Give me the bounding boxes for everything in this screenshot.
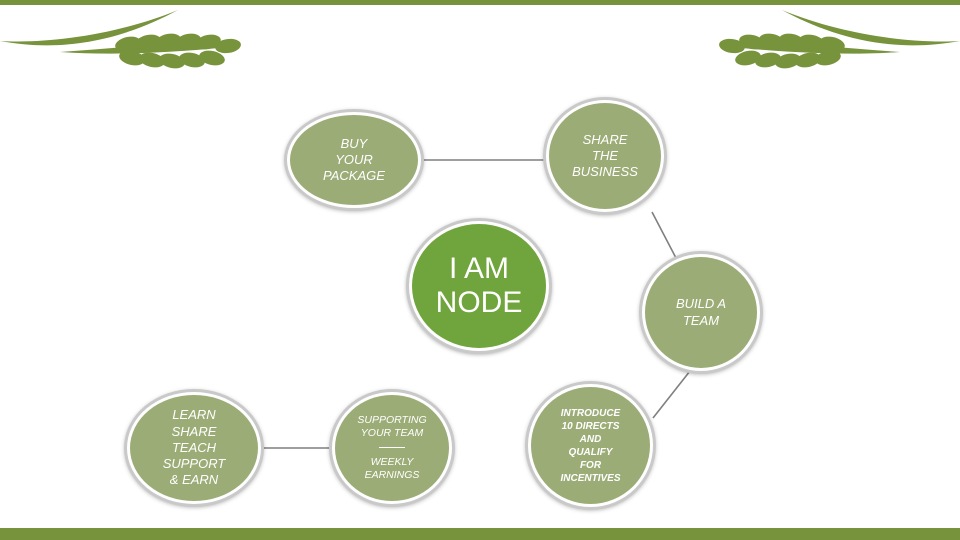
wheat-left-icon [0, 10, 241, 69]
node-learn-share: LEARN SHARE TEACH SUPPORT & EARN [127, 392, 261, 504]
weekly-earnings-label: WEEKLY EARNINGS [364, 455, 420, 481]
wheat-right-icon [719, 10, 960, 69]
node-divider [379, 446, 405, 448]
buy-package-label: BUY YOUR PACKAGE [323, 135, 385, 184]
bottom-accent-bar [0, 528, 960, 540]
node-supporting-team: SUPPORTING YOUR TEAM WEEKLY EARNINGS [332, 392, 452, 504]
learn-share-label: LEARN SHARE TEACH SUPPORT & EARN [162, 407, 226, 488]
top-accent-bar [0, 0, 960, 5]
share-business-label: SHARE THE BUSINESS [572, 131, 638, 180]
node-i-am-node: I AM NODE [409, 221, 549, 351]
build-team-label: BUILD A TEAM [675, 296, 727, 328]
center-node-label: I AM NODE [435, 251, 523, 320]
node-buy-package: BUY YOUR PACKAGE [287, 112, 421, 208]
node-introduce-directs: INTRODUCE 10 DIRECTS AND QUALIFY FOR INC… [528, 384, 653, 507]
connector-share-build [651, 211, 677, 259]
supporting-team-label: SUPPORTING YOUR TEAM [357, 414, 427, 440]
connector-build-introduce [652, 370, 691, 419]
introduce-label: INTRODUCE 10 DIRECTS AND QUALIFY FOR INC… [560, 407, 621, 484]
node-share-business: SHARE THE BUSINESS [546, 100, 664, 212]
node-build-team: BUILD A TEAM [642, 254, 760, 371]
